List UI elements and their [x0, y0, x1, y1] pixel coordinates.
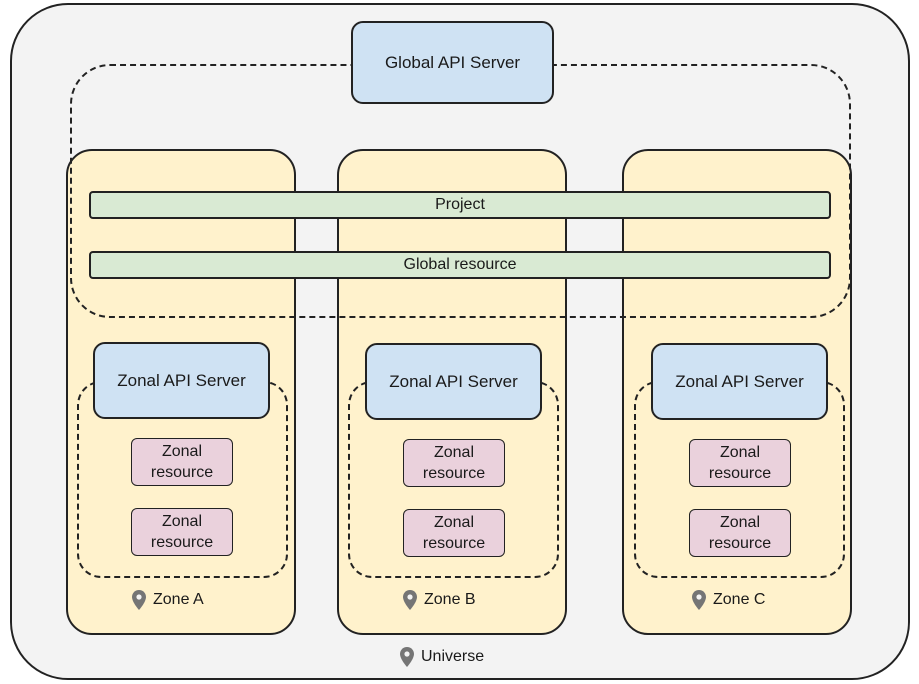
zone-b-resource-2-label: Zonal resource: [422, 514, 486, 552]
universe-label: Universe: [400, 647, 484, 667]
location-pin-icon: [403, 590, 417, 610]
zone-a-name: Zone A: [153, 591, 204, 608]
zone-b-api-server: Zonal API Server: [365, 343, 542, 420]
zone-b-name: Zone B: [424, 591, 476, 608]
zone-b-resource-1-label: Zonal resource: [422, 444, 486, 482]
zone-a-resource-1-label: Zonal resource: [150, 443, 214, 481]
zone-b-label: Zone B: [403, 590, 476, 610]
zone-b-resource-1: Zonal resource: [403, 439, 505, 487]
global-resource-bar: Global resource: [89, 251, 831, 279]
zone-a-resource-1: Zonal resource: [131, 438, 233, 486]
location-pin-icon: [132, 590, 146, 610]
zone-b-resource-2: Zonal resource: [403, 509, 505, 557]
zone-c-resource-1: Zonal resource: [689, 439, 791, 487]
project-bar: Project: [89, 191, 831, 219]
zone-c-resource-2: Zonal resource: [689, 509, 791, 557]
zone-c-label: Zone C: [692, 590, 765, 610]
location-pin-icon: [692, 590, 706, 610]
zone-b-api-server-label: Zonal API Server: [389, 371, 518, 391]
zone-c-resource-1-label: Zonal resource: [708, 444, 772, 482]
zone-c-api-server-label: Zonal API Server: [675, 371, 804, 391]
location-pin-icon: [400, 647, 414, 667]
zone-c-api-server: Zonal API Server: [651, 343, 828, 420]
zone-c-resource-2-label: Zonal resource: [708, 514, 772, 552]
zone-a-api-server: Zonal API Server: [93, 342, 270, 419]
global-resource-label: Global resource: [403, 256, 517, 273]
zone-a-resource-2-label: Zonal resource: [150, 513, 214, 551]
global-api-server: Global API Server: [351, 21, 554, 104]
zone-a-label: Zone A: [132, 590, 204, 610]
zone-a-resource-2: Zonal resource: [131, 508, 233, 556]
universe-name: Universe: [421, 648, 485, 665]
global-api-server-label: Global API Server: [384, 52, 521, 72]
project-label: Project: [435, 196, 485, 213]
zone-c-name: Zone C: [713, 591, 766, 608]
zone-a-api-server-label: Zonal API Server: [117, 370, 246, 390]
